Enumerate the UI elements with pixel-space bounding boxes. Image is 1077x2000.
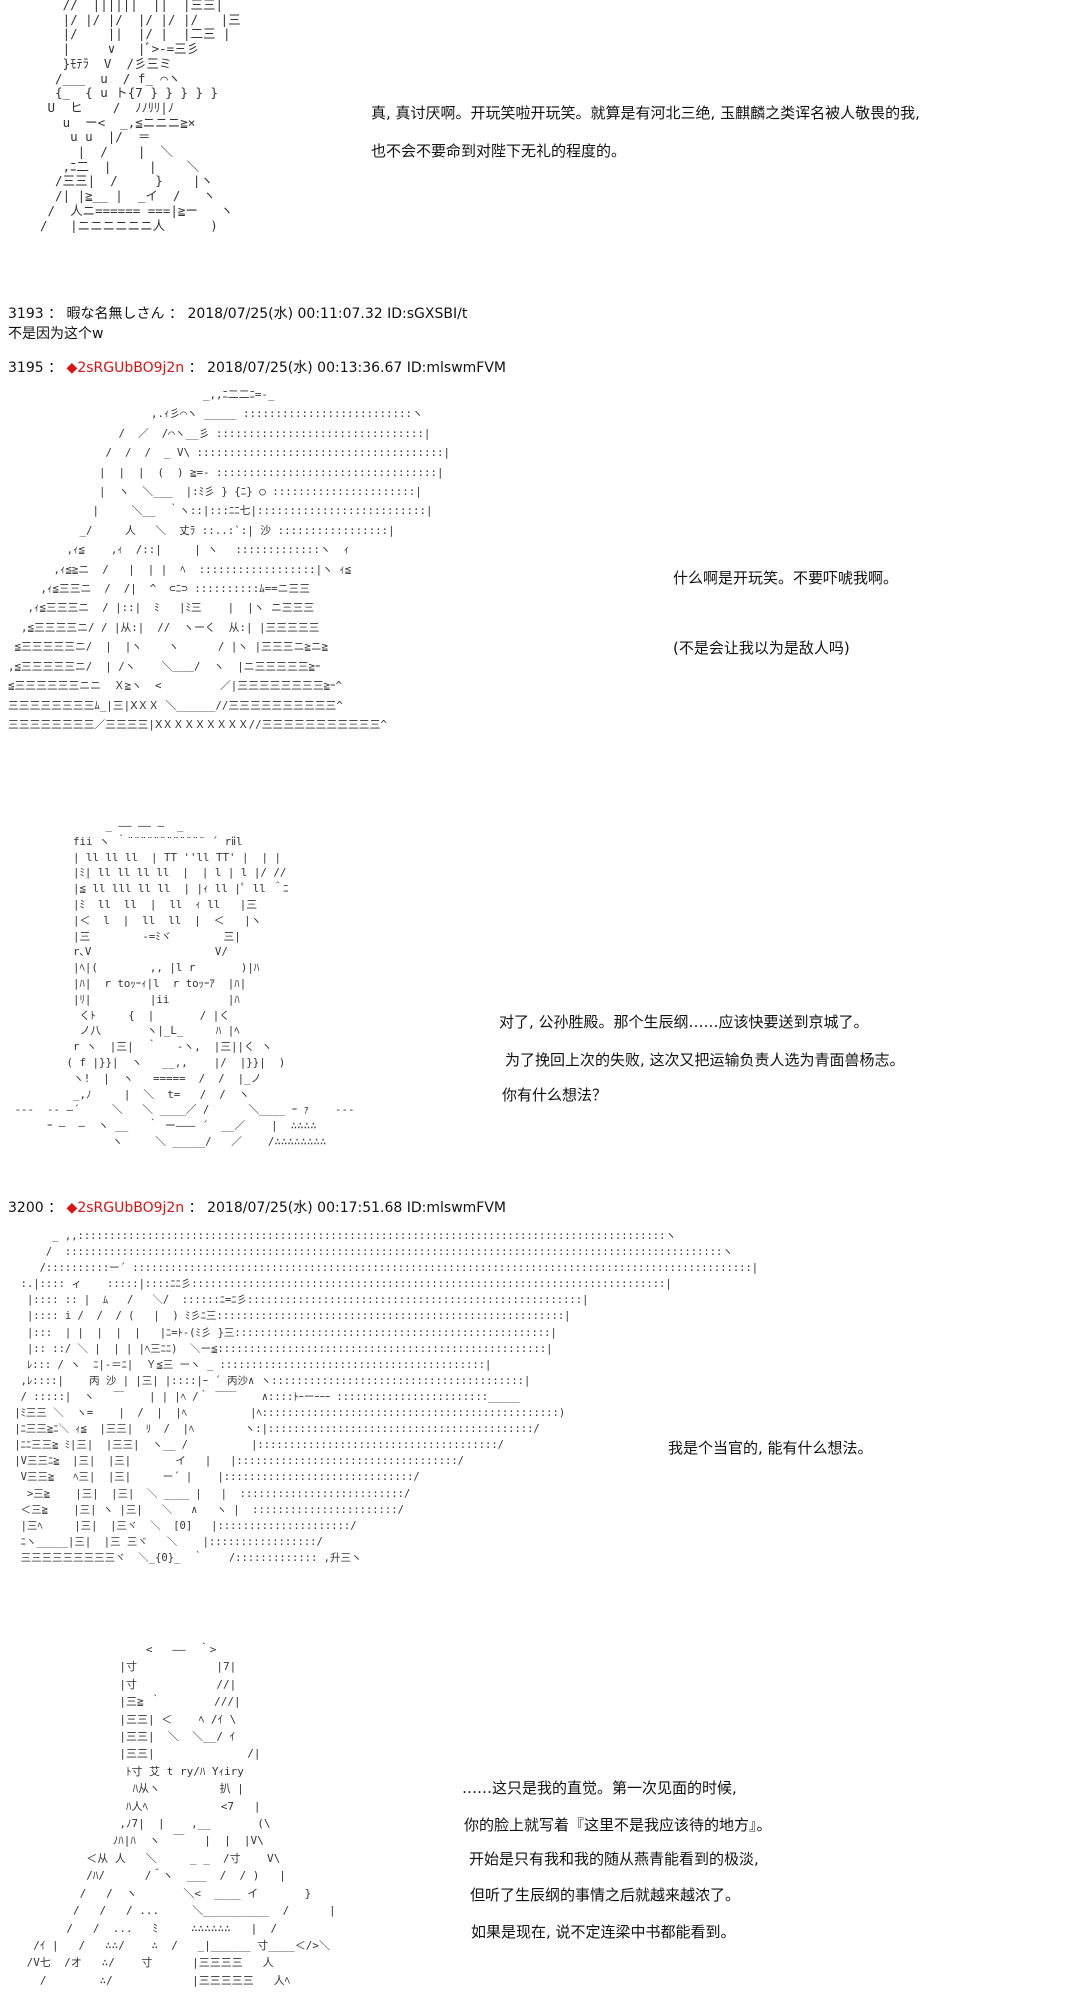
post-datetime: 2018/07/25(水) 00:11:07.32 <box>187 306 383 322</box>
poster-id: ID:sGXSBI/t <box>387 306 468 322</box>
dialogue-line: 对了, 公孙胜殿。那个生辰纲……应该快要送到京城了。 <box>499 1013 869 1031</box>
dialogue-line: 开始是只有我和我的随从燕青能看到的极淡, <box>469 1850 759 1868</box>
dialogue-line: 什么啊是开玩笑。不要吓唬我啊。 <box>673 569 899 587</box>
ascii-art-figure-5: < ―― ｀> |寸 |7| |寸 //| |三≧ ｀ ///| |三三| ＜ … <box>26 1643 336 1987</box>
dialogue-line: 我是个当官的, 能有什么想法。 <box>668 1439 873 1457</box>
dialogue-line: ……这只是我的直觉。第一次见面的时候, <box>462 1779 737 1797</box>
post-header: 3200 ： ◆2sRGUbBO9j2n ： 2018/07/25(水) 00:… <box>8 1199 506 1217</box>
post-number: 3195 <box>8 360 44 376</box>
dialogue-line: (不是会让我以为是敌人吗) <box>673 639 850 657</box>
separator: ： <box>188 1200 203 1216</box>
poster-id: ID:mlswmFVM <box>406 360 507 376</box>
post-datetime: 2018/07/25(水) 00:13:36.67 <box>207 360 403 376</box>
poster-trip: ◆2sRGUbBO9j2n <box>66 1200 185 1216</box>
separator: ： <box>48 1200 63 1216</box>
separator: ： <box>188 360 203 376</box>
separator: ： <box>48 360 63 376</box>
separator: ： <box>169 306 183 322</box>
post-body: 不是因为这个w <box>8 326 104 342</box>
ascii-art-figure-4: _ ,,::::::::::::::::::::::::::::::::::::… <box>14 1230 759 1564</box>
post-header: 3195 ： ◆2sRGUbBO9j2n ： 2018/07/25(水) 00:… <box>8 359 506 377</box>
poster-id: ID:mlswmFVM <box>406 1200 507 1216</box>
separator: ： <box>48 306 63 322</box>
dialogue-line: 也不会不要命到对陛下无礼的程度的。 <box>371 142 627 160</box>
post-header: 3193 ： 暇な名無しさん ： 2018/07/25(水) 00:11:07.… <box>8 305 467 323</box>
dialogue-line: 但听了生辰纲的事情之后就越来越浓了。 <box>470 1886 741 1904</box>
ascii-art-figure-1: // |||||| || |三三| |/ |/ |/ |/ |/ |/ |三 |… <box>40 0 241 233</box>
post-number: 3193 <box>8 306 44 322</box>
ascii-art-figure-2: _,,ﾆ二二ﾆ=-_ ,.ｨ彡⌒ヽ _____ ::::::::::::::::… <box>8 388 451 731</box>
dialogue-line: 真, 真讨厌啊。开玩笑啦开玩笑。就算是有河北三绝, 玉麒麟之类诨名被人敬畏的我, <box>371 104 920 122</box>
poster-trip: ◆2sRGUbBO9j2n <box>66 360 185 376</box>
dialogue-line: 为了挽回上次的失败, 这次又把运输负责人选为青面兽杨志。 <box>505 1051 905 1069</box>
post-datetime: 2018/07/25(水) 00:17:51.68 <box>207 1200 403 1216</box>
ascii-art-figure-3: _ ―― ―― ― _ fii ヽ ｀¨¨¨¨¨¨¨¨¨¨¨¨ ´ rⅱl | … <box>14 819 355 1148</box>
dialogue-line: 你有什么想法？ <box>502 1086 608 1104</box>
poster-name: 暇な名無しさん <box>66 306 165 322</box>
dialogue-line: 你的脸上就写着『这里不是我应该待的地方』。 <box>464 1816 772 1834</box>
dialogue-line: 如果是现在, 说不定连梁中书都能看到。 <box>471 1923 736 1941</box>
post-number: 3200 <box>8 1200 44 1216</box>
